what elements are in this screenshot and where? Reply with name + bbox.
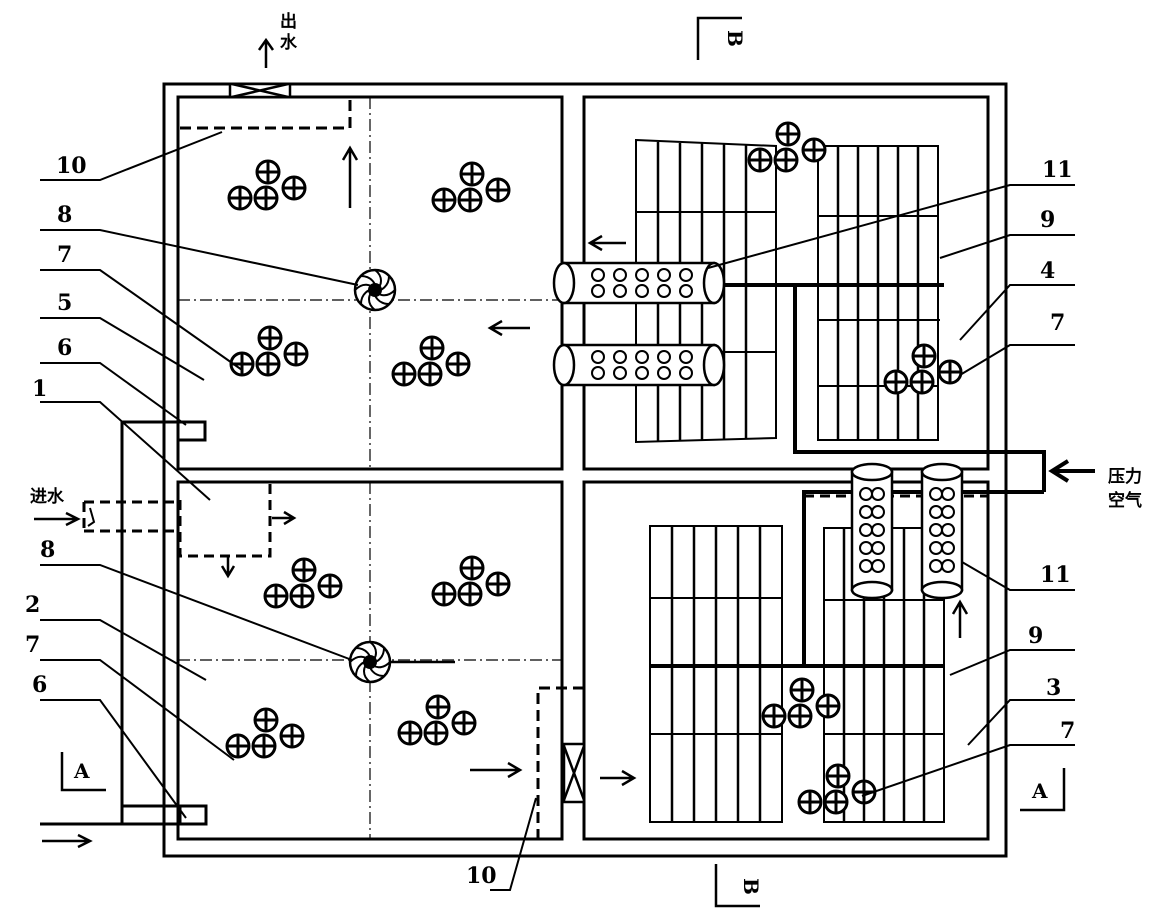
label-1: 1 bbox=[32, 376, 47, 402]
label-7-bottom: 7 bbox=[25, 632, 40, 658]
diffuser-11-lower-a bbox=[850, 462, 894, 600]
diffuser-11-lower-b bbox=[920, 462, 964, 600]
air-pipe-upper bbox=[720, 283, 1046, 492]
label-9-top: 9 bbox=[1040, 207, 1055, 233]
inlet-text: 进水 bbox=[30, 486, 65, 507]
air-text-1: 压力 bbox=[1108, 466, 1142, 487]
diffuser-11-upper-b bbox=[552, 343, 726, 387]
diffuser-11-upper-a bbox=[552, 261, 726, 305]
part-labels: 10 8 7 5 6 1 8 2 7 6 10 11 9 4 7 11 9 3 … bbox=[25, 153, 1075, 889]
label-2: 2 bbox=[25, 592, 40, 618]
inlet-pipe bbox=[40, 420, 208, 826]
section-a-right: A bbox=[1031, 779, 1048, 803]
leader-lines bbox=[40, 131, 1075, 891]
tank-outer-wall bbox=[162, 82, 1008, 858]
outlet-valve bbox=[228, 82, 292, 99]
inlet-stub bbox=[87, 507, 96, 527]
section-a-left: A bbox=[73, 759, 90, 783]
section-marks bbox=[60, 16, 1066, 908]
chamber-3-biofilm bbox=[582, 480, 990, 841]
label-6-top: 6 bbox=[57, 335, 72, 361]
label-11-top: 11 bbox=[1042, 157, 1073, 183]
flow-arrows bbox=[34, 145, 1095, 849]
middle-valve bbox=[562, 742, 586, 804]
outlet-collection-pipe bbox=[180, 97, 352, 130]
section-b-bottom: B bbox=[739, 878, 763, 895]
outlet-text-2: 水 bbox=[280, 32, 298, 53]
label-4: 4 bbox=[1040, 258, 1055, 284]
label-7-right-top: 7 bbox=[1050, 310, 1065, 336]
label-9-bottom: 9 bbox=[1028, 623, 1043, 649]
label-8-top: 8 bbox=[57, 202, 72, 228]
biofilm-media-frame-lower bbox=[649, 525, 945, 823]
label-6-bottom: 6 bbox=[32, 672, 47, 698]
air-text-2: 空气 bbox=[1108, 490, 1142, 511]
label-10-bottom: 10 bbox=[466, 863, 497, 889]
label-11-bottom: 11 bbox=[1040, 562, 1071, 588]
air-pipe-lower bbox=[802, 490, 1044, 666]
impeller-8-upper bbox=[353, 268, 397, 312]
label-10-top: 10 bbox=[56, 153, 87, 179]
label-3: 3 bbox=[1046, 675, 1061, 701]
impeller-8-lower bbox=[348, 640, 392, 684]
section-b-top: B bbox=[723, 30, 747, 47]
label-8-bottom: 8 bbox=[40, 537, 55, 563]
label-5: 5 bbox=[57, 290, 72, 316]
label-7-top: 7 bbox=[57, 242, 72, 268]
label-7-right-bottom: 7 bbox=[1060, 718, 1075, 744]
outlet-flow-arrow bbox=[257, 37, 275, 68]
outlet-text-1: 出 bbox=[280, 11, 297, 32]
